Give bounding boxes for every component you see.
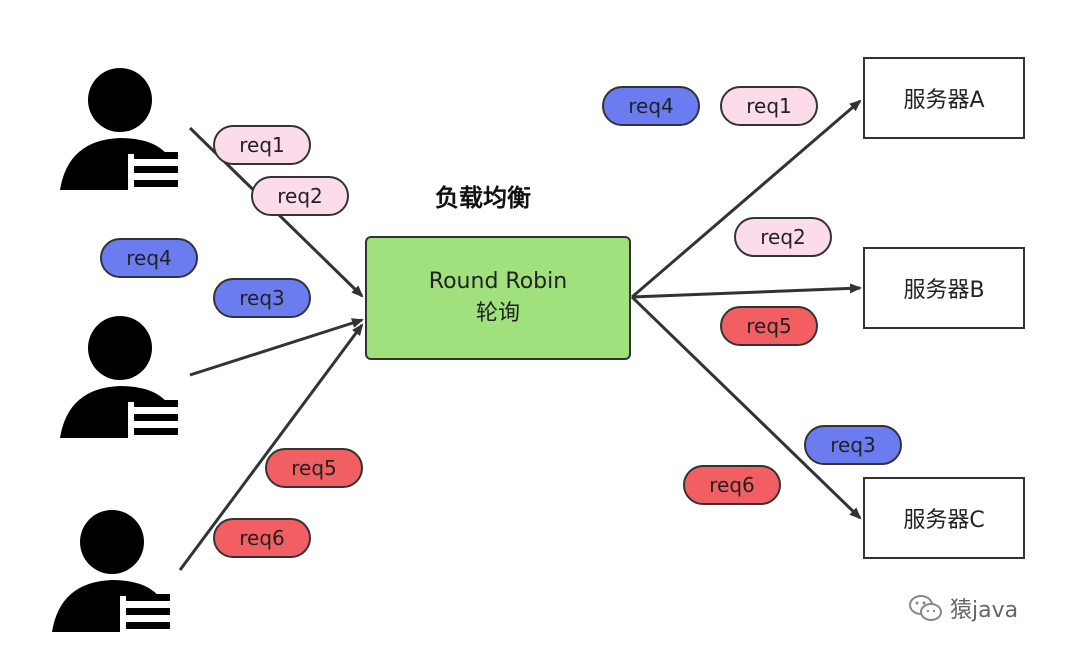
request-pill: req2 — [251, 176, 349, 216]
request-pill: req6 — [213, 518, 311, 558]
wechat-icon — [909, 595, 942, 621]
watermark-text: 猿java — [950, 598, 1019, 623]
request-pill: req3 — [213, 278, 311, 318]
server-c-arrow — [630, 295, 862, 520]
client3-arrow — [178, 323, 364, 571]
load-balancer-box: Round Robin 轮询 — [365, 236, 631, 360]
server-b: 服务器B — [863, 247, 1025, 329]
watermark: 猿java — [908, 592, 1018, 624]
request-pill: req6 — [683, 465, 781, 505]
request-pill: req5 — [720, 306, 818, 346]
request-pill: req2 — [734, 217, 832, 257]
request-pill: req1 — [213, 125, 311, 165]
user-icon — [60, 68, 182, 194]
user-icon — [60, 316, 182, 442]
server-b-arrow — [631, 283, 862, 299]
client2-arrow — [189, 318, 364, 377]
server-c: 服务器C — [863, 477, 1025, 559]
server-a-arrow — [631, 99, 862, 299]
request-pill: req4 — [602, 86, 700, 126]
balancer-label: Round Robin — [428, 269, 568, 294]
request-pill: req4 — [100, 238, 198, 278]
request-pill: req5 — [265, 448, 363, 488]
user-icon — [52, 510, 174, 636]
request-pill: req1 — [720, 86, 818, 126]
balancer-sublabel: 轮询 — [475, 301, 520, 326]
server-a: 服务器A — [863, 57, 1025, 139]
diagram-title: 负载均衡 — [435, 184, 531, 212]
request-pill: req3 — [804, 425, 902, 465]
